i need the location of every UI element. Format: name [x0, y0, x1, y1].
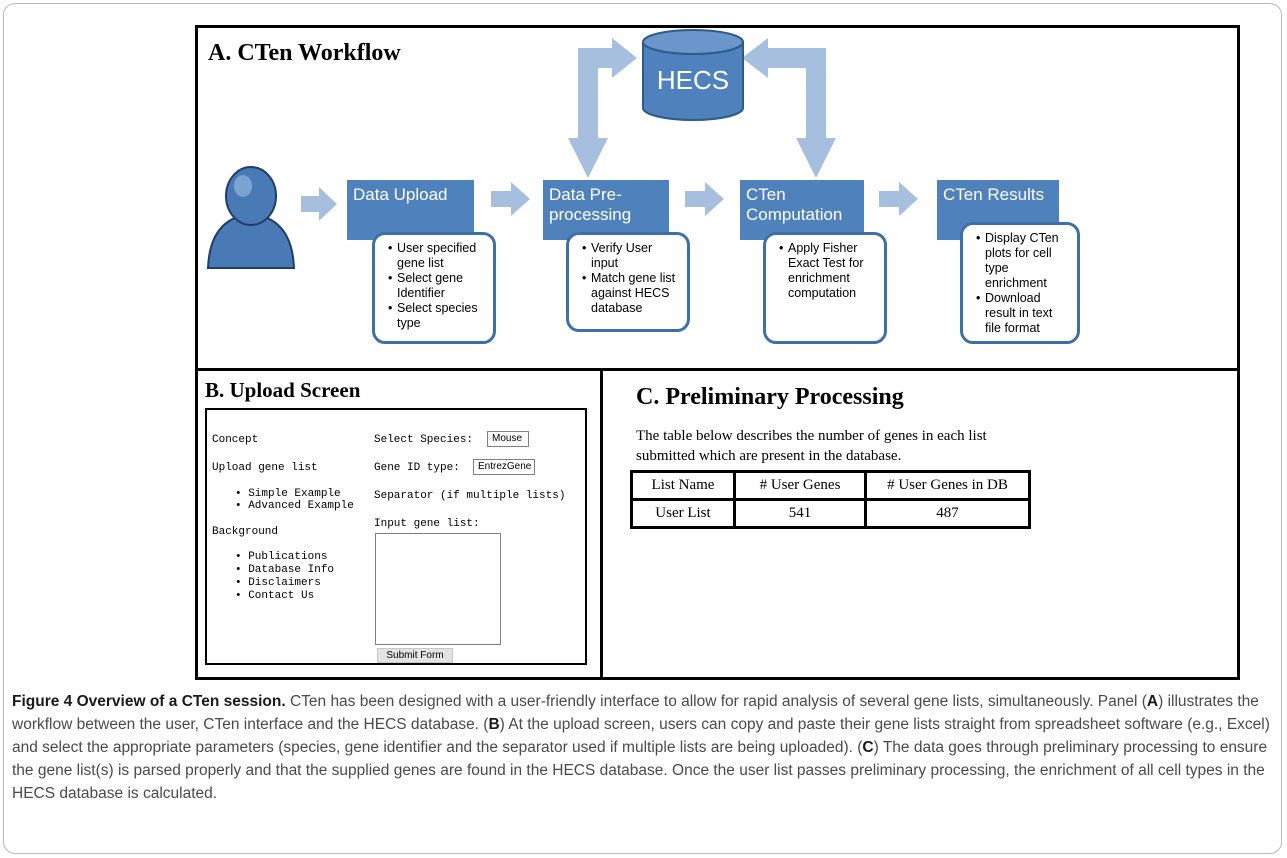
step-data-upload: Data Upload: [347, 180, 474, 240]
figure-frame: [3, 3, 1282, 854]
table-row: User List 541 487: [630, 498, 1031, 529]
nav-heading-background: Background: [212, 526, 279, 538]
nav-link-concept[interactable]: Concept: [212, 434, 259, 446]
upload-form-mockup: Concept Upload gene list • Simple Exampl…: [205, 408, 587, 665]
step-cten-results-notes: Display CTen plots for cell type enrichm…: [960, 222, 1080, 344]
column-header: # User Genes in DB: [864, 470, 1031, 501]
caption-text: CTen has been designed with a user-frien…: [285, 693, 1147, 710]
step-data-preprocessing-notes: Verify User input Match gene list agains…: [566, 232, 690, 332]
note-item: Match gene list against HECS database: [582, 271, 679, 316]
caption-ref: A: [1146, 693, 1159, 710]
caption-text: ) At the upload screen, users can copy a…: [12, 716, 1270, 756]
nav-link-database-info[interactable]: • Database Info: [235, 564, 335, 576]
note-item: Verify User input: [582, 241, 679, 271]
note-item: User specified gene list: [388, 241, 485, 271]
nav-link-simple-example[interactable]: • Simple Example: [235, 488, 341, 500]
nav-link-publications[interactable]: • Publications: [235, 551, 328, 563]
nav-link-advanced-example[interactable]: • Advanced Example: [235, 500, 354, 512]
panel-c-description: The table below describes the number of …: [636, 428, 987, 464]
caption-title: Figure 4 Overview of a CTen session.: [12, 693, 286, 710]
species-label: Select Species:: [374, 434, 474, 446]
step-cten-computation-notes: Apply Fisher Exact Test for enrichment c…: [763, 232, 887, 344]
figure-caption: Figure 4 Overview of a CTen session. CTe…: [12, 690, 1276, 805]
table-cell: 487: [864, 498, 1031, 529]
nav-link-contact-us[interactable]: • Contact Us: [235, 590, 315, 602]
gene-count-table: List Name # User Genes # User Genes in D…: [630, 470, 1031, 529]
column-header: # User Genes: [733, 470, 867, 501]
note-item: Select gene Identifier: [388, 271, 485, 301]
nav-link-upload-gene-list[interactable]: Upload gene list: [212, 462, 318, 474]
note-item: Select species type: [388, 301, 485, 331]
column-header: List Name: [630, 470, 736, 501]
table-cell: 541: [733, 498, 867, 529]
gene-id-label: Gene ID type:: [374, 462, 460, 474]
step-data-upload-notes: User specified gene list Select gene Ide…: [372, 232, 496, 344]
panel-c-title: C. Preliminary Processing: [636, 384, 904, 410]
table-cell: User List: [630, 498, 736, 529]
nav-link-disclaimers[interactable]: • Disclaimers: [235, 577, 321, 589]
species-select[interactable]: Mouse: [487, 431, 529, 447]
step-data-preprocessing: Data Pre-processing: [543, 180, 669, 240]
submit-form-button[interactable]: Submit Form: [377, 648, 453, 663]
note-item: Display CTen plots for cell type enrichm…: [976, 231, 1069, 291]
note-item: Download result in text file format: [976, 291, 1069, 336]
note-item: Apply Fisher Exact Test for enrichment c…: [779, 241, 876, 301]
separator-label: Separator (if multiple lists): [374, 490, 566, 502]
caption-text: ) The data goes through preliminary proc…: [12, 739, 1268, 802]
table-header-row: List Name # User Genes # User Genes in D…: [630, 470, 1031, 501]
step-cten-computation: CTen Computation: [740, 180, 864, 240]
caption-ref: B: [488, 716, 500, 733]
input-gene-list-label: Input gene list:: [374, 518, 480, 530]
gene-id-select[interactable]: EntrezGene: [473, 459, 535, 475]
gene-list-textarea[interactable]: [375, 533, 501, 645]
caption-text: ) illustrates the workflow between the u…: [12, 693, 1259, 733]
caption-ref: C: [862, 739, 874, 756]
panel-b-title: B. Upload Screen: [205, 378, 361, 402]
panel-a-title: A. CTen Workflow: [208, 40, 401, 66]
